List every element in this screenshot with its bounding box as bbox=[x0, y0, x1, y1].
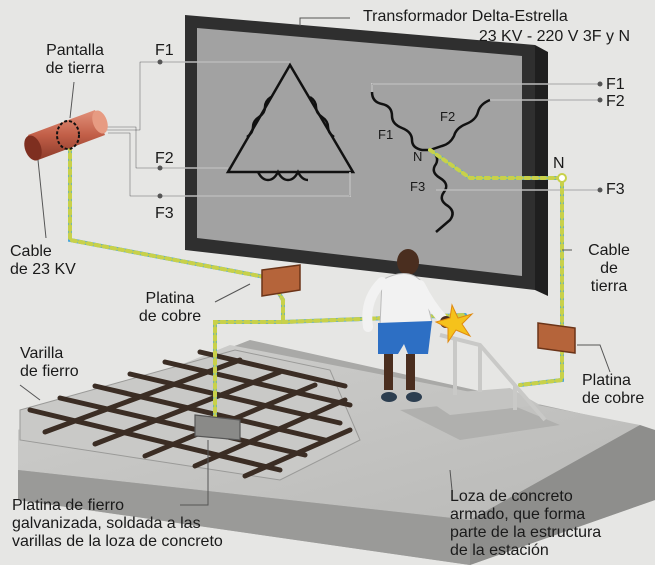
ground-cable-label-line3: tierra bbox=[590, 278, 628, 295]
output-dot-f3 bbox=[597, 187, 603, 193]
copper-plate-right-label: Platina de cobre bbox=[582, 372, 644, 408]
transformer-title-line2: 23 KV - 220 V 3F y N bbox=[478, 28, 630, 45]
output-dot-f2 bbox=[597, 97, 603, 103]
iron-rod-label-line2: de fierro bbox=[20, 363, 79, 380]
output-f1-label: F1 bbox=[606, 76, 625, 93]
cable-23kv-label: Cable de 23 KV bbox=[10, 243, 76, 279]
iron-rod-label-line1: Varilla bbox=[20, 345, 64, 362]
cable-23kv bbox=[24, 110, 108, 161]
delta-f1-label: F1 bbox=[155, 42, 174, 59]
iron-plate bbox=[194, 414, 241, 441]
copper-plate-left-label: Platina de cobre bbox=[120, 290, 220, 326]
delta-f2-label: F2 bbox=[155, 150, 174, 167]
concrete-slab-label-line1: Loza de concreto bbox=[450, 488, 573, 505]
copper-plate-right-label-line2: de cobre bbox=[582, 390, 645, 407]
iron-plate-label-line3: varillas de la loza de concreto bbox=[12, 533, 223, 550]
transformer-title: Transformador Delta-Estrella bbox=[363, 8, 568, 26]
iron-plate-label-line2: galvanizada, soldada a las bbox=[12, 515, 201, 532]
star-neutral-label: N bbox=[413, 149, 423, 164]
star-f1-label: F1 bbox=[378, 127, 394, 142]
delta-f3-label: F3 bbox=[155, 205, 174, 222]
transformer-title-line1: Transformador Delta-Estrella bbox=[363, 8, 568, 25]
delta-winding-symbol bbox=[225, 62, 356, 182]
output-dot-f1 bbox=[597, 81, 603, 87]
iron-plate-label: Platina de fierro galvanizada, soldada a… bbox=[12, 497, 223, 551]
spark bbox=[434, 303, 474, 344]
concrete-slab-label-line3: parte de la estructura bbox=[450, 524, 602, 541]
ground-cable-label-line1: Cable bbox=[588, 242, 630, 259]
terminal-dot bbox=[157, 165, 163, 171]
transformer-spec: 23 KV - 220 V 3F y N bbox=[420, 28, 630, 46]
star-f2-label: F2 bbox=[440, 109, 456, 124]
ground-shield-label-line2: de tierra bbox=[45, 60, 105, 77]
terminal-dot bbox=[157, 59, 163, 65]
rebar-mesh bbox=[27, 349, 353, 479]
terminal-dot bbox=[157, 193, 163, 199]
ground-cable-label: Cable de tierra bbox=[574, 242, 644, 296]
copper-plate-right bbox=[537, 322, 576, 354]
concrete-slab-label-line2: armado, que forma bbox=[450, 506, 586, 523]
copper-plate-left-label-line2: de cobre bbox=[138, 308, 202, 325]
stairs bbox=[400, 333, 560, 440]
iron-plate-label-line1: Platina de fierro bbox=[12, 497, 125, 514]
output-f2-label: F2 bbox=[606, 93, 625, 110]
neutral-node bbox=[557, 173, 567, 183]
output-f3-label: F3 bbox=[606, 181, 625, 198]
iron-rod-label: Varilla de fierro bbox=[20, 345, 79, 381]
copper-plate-left bbox=[261, 264, 301, 297]
copper-plate-right-label-line1: Platina bbox=[582, 372, 631, 389]
concrete-slab-label-line4: de la estación bbox=[450, 542, 549, 559]
star-f3-label: F3 bbox=[410, 179, 426, 194]
concrete-slab-label: Loza de concreto armado, que forma parte… bbox=[450, 488, 601, 560]
transformer-panel bbox=[185, 15, 548, 296]
cable-23kv-label-line1: Cable bbox=[10, 243, 52, 260]
ground-shield-label: Pantalla de tierra bbox=[32, 42, 118, 78]
output-neutral-label: N bbox=[553, 155, 565, 172]
leader-lines bbox=[19, 17, 611, 506]
copper-plate-left-label-line1: Platina bbox=[145, 290, 195, 307]
ground-shield-label-line1: Pantalla bbox=[46, 42, 104, 59]
star-winding-symbol bbox=[370, 91, 491, 233]
cable-23kv-label-line2: de 23 KV bbox=[10, 261, 76, 278]
ground-cable-label-line2: de bbox=[600, 260, 618, 277]
